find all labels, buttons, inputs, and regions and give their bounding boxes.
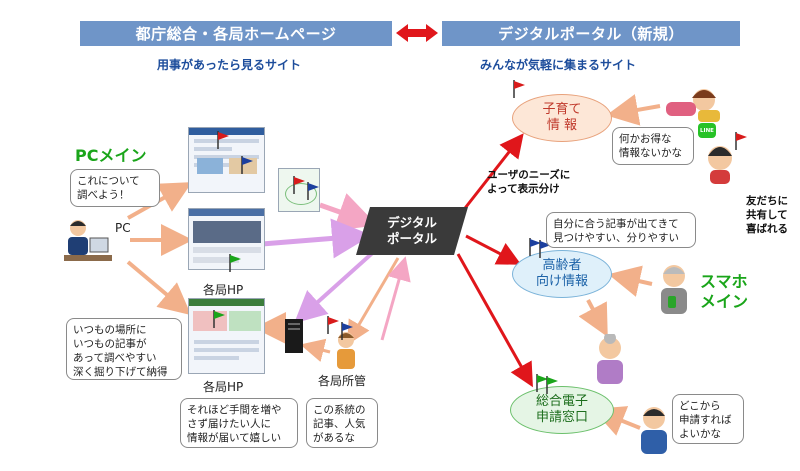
bureau-hp-label-2: 各局HP: [203, 380, 244, 394]
portal-shape: [356, 207, 468, 255]
bureau-hp-label-1: 各局HP: [203, 283, 244, 297]
arrow-pc-to-hp-bottom: [126, 260, 192, 316]
right-header-title: デジタルポータル（新規）: [498, 25, 684, 43]
right-header-banner: デジタルポータル（新規）: [442, 21, 740, 46]
share-with-friends-note: 友だちに 共有して 喜ばれる: [746, 195, 788, 235]
red-flag-icon: [513, 80, 525, 98]
blue-flag-icon: [307, 182, 319, 200]
blue-flag-icon: [341, 322, 353, 340]
article-snippet-screenshot: [278, 168, 320, 212]
left-header-title: 都庁総合・各局ホームページ: [135, 25, 337, 43]
arrow-bureau-to-server: [300, 338, 331, 363]
green-flag-icon: [546, 376, 558, 394]
red-flag-icon: [293, 176, 305, 194]
red-flag-icon: [735, 132, 747, 150]
pc-main-label: PCメイン: [75, 146, 147, 165]
childcare-info-node: 子育て 情 報: [512, 94, 612, 142]
speech-bubble-deal: 何かお得な 情報ないかな: [612, 127, 694, 165]
elderly-man-figure: [661, 265, 687, 314]
digital-portal-label: デジタル ポータル: [386, 215, 437, 246]
arrow-bureau-to-portal: [380, 256, 411, 341]
red-flag-icon: [217, 131, 229, 149]
double-arrow-icon: [396, 24, 438, 42]
arrow-portal-to-hp3: [294, 246, 380, 324]
bureau-homepage-screenshot-2: [188, 208, 265, 270]
smartphone-main-label: スマホ メイン: [700, 272, 749, 311]
speech-bubble-effort: それほど手間を増や さず届けたい人に 情報が届いて嬉しい: [180, 398, 298, 448]
server-icon: [285, 319, 303, 353]
arrow-mom-to-childcare: [606, 94, 661, 126]
blue-flag-icon: [241, 156, 253, 174]
bureau-homepage-screenshot-3: [188, 298, 265, 374]
phone-user-figure: [641, 407, 667, 454]
arrow-portal-to-bureau: [346, 257, 400, 346]
red-flag-icon: [327, 316, 339, 334]
speech-bubble-where-apply: どこから 申請すれば よいかな: [672, 394, 744, 444]
green-flag-icon: [229, 254, 241, 272]
speech-bubble-find-easily: 自分に合う記事が出てきて 見つけやすい、分りやすい: [546, 212, 696, 248]
e-application-node: 総合電子 申請窓口: [510, 386, 614, 434]
left-subtitle: 用事があったら見るサイト: [157, 58, 302, 72]
arrow-elderly-to-grandma: [578, 299, 608, 338]
friend-figure: [708, 146, 732, 184]
green-flag-icon: [536, 374, 548, 392]
line-app-label: LINE: [700, 127, 714, 134]
pc-user-figure: [64, 220, 112, 261]
bureau-label: 各局所管: [318, 374, 367, 388]
right-subtitle: みんなが気軽に集まるサイト: [480, 58, 637, 72]
elderly-info-node: 高齢者 向け情報: [512, 250, 612, 298]
arrow-hp2-to-portal: [261, 218, 372, 259]
speech-bubble-look-up: これについて 調べよう！: [70, 169, 160, 207]
line-app-icon: LINE: [698, 123, 716, 138]
left-header-banner: 都庁総合・各局ホームページ: [80, 21, 392, 46]
blue-flag-icon: [539, 240, 551, 258]
elderly-woman-figure: [597, 334, 623, 384]
pc-label: PC: [115, 221, 131, 235]
speech-bubble-popular-article: この系統の 記事、人気 があるな: [306, 398, 378, 448]
speech-bubble-usual-place: いつもの場所に いつもの記事が あって調べやすい 深く掘り下げて納得: [66, 318, 182, 380]
arrow-portal-to-eapp: [456, 253, 533, 388]
needs-display-note: ユーザのニーズに よって表示分け: [487, 169, 571, 195]
blue-flag-icon: [529, 238, 541, 256]
green-flag-icon: [213, 310, 225, 328]
mother-child-figure: [666, 89, 720, 122]
arrow-portal-to-childcare: [460, 133, 524, 213]
arrow-elder-to-elderly: [608, 265, 653, 297]
arrow-portal-to-elderly: [465, 234, 522, 265]
